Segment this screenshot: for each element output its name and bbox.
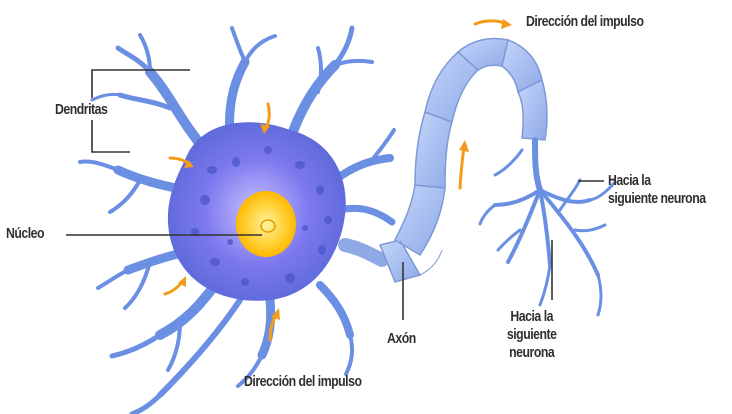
label-line: Hacia la [608, 172, 706, 190]
arrow-icon [475, 19, 512, 29]
arrow-icon [165, 276, 186, 294]
label-line: Hacia la [503, 308, 560, 326]
axon-terminals [480, 140, 615, 315]
label-hacia-siguiente-neurona-right: Hacia la siguiente neurona [608, 172, 706, 208]
label-direccion-impulso-top: Dirección del impulso [526, 13, 643, 31]
label-line: neurona [503, 344, 560, 362]
label-hacia-siguiente-neurona-bottom: Hacia la siguiente neurona [503, 308, 560, 362]
leader-line-dendritas-bottom [92, 120, 130, 152]
label-axon: Axón [387, 330, 416, 348]
nucleus [236, 191, 296, 257]
label-line: siguiente [503, 326, 560, 344]
arrow-icon [459, 140, 469, 188]
label-line: siguiente neurona [608, 190, 706, 208]
label-dendritas: Dendritas [55, 101, 107, 119]
label-direccion-impulso-bottom: Dirección del impulso [244, 373, 361, 391]
label-nucleo: Núcleo [6, 225, 44, 243]
